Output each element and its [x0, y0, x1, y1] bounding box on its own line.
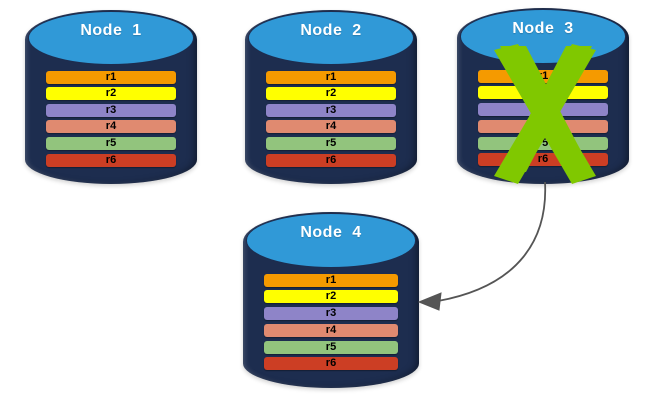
node-title: Node 2	[300, 22, 362, 40]
arrow-head	[417, 292, 442, 311]
row-r5[interactable]: r5	[45, 137, 177, 151]
node-cylinder-2[interactable]: Node 2 r1 r2 r3 r4 r5 r6	[245, 10, 417, 184]
row-r5[interactable]: r5	[265, 137, 397, 151]
arrow-curve	[437, 181, 547, 302]
row-r3[interactable]: r3	[264, 307, 398, 321]
cylinder-top	[27, 11, 195, 65]
row-r2[interactable]: r2	[45, 87, 177, 101]
row-r2[interactable]: r2	[265, 87, 397, 101]
row-r3[interactable]: r3	[45, 103, 177, 117]
node-cylinder-1[interactable]: Node 1 r1 r2 r3 r4 r5 r6	[25, 10, 197, 184]
row-stack: r1 r2 r3 r4 r5 r6	[265, 70, 397, 167]
row-r4[interactable]: r4	[265, 120, 397, 134]
cylinder-top	[247, 11, 415, 65]
node-title: Node 4	[300, 224, 362, 242]
row-r1[interactable]: r1	[45, 70, 177, 84]
row-r2[interactable]: r2	[264, 290, 398, 304]
row-stack: r1 r2 r3 r4 r5 r6	[45, 70, 177, 167]
node-cylinder-4[interactable]: Node 4 r1 r2 r3 r4 r5 r6	[243, 212, 419, 388]
row-r1[interactable]: r1	[265, 70, 397, 84]
row-r4[interactable]: r4	[264, 323, 398, 337]
cylinder-top	[245, 213, 417, 268]
node-title: Node 3	[512, 20, 574, 38]
row-r6[interactable]: r6	[45, 153, 177, 167]
row-r1[interactable]: r1	[264, 273, 398, 287]
row-r6[interactable]: r6	[265, 153, 397, 167]
row-r4[interactable]: r4	[45, 120, 177, 134]
row-r5[interactable]: r5	[264, 340, 398, 354]
row-r6[interactable]: r6	[264, 357, 398, 371]
row-stack: r1 r2 r3 r4 r5 r6	[264, 273, 398, 371]
row-r3[interactable]: r3	[265, 103, 397, 117]
node-title: Node 1	[80, 22, 142, 40]
